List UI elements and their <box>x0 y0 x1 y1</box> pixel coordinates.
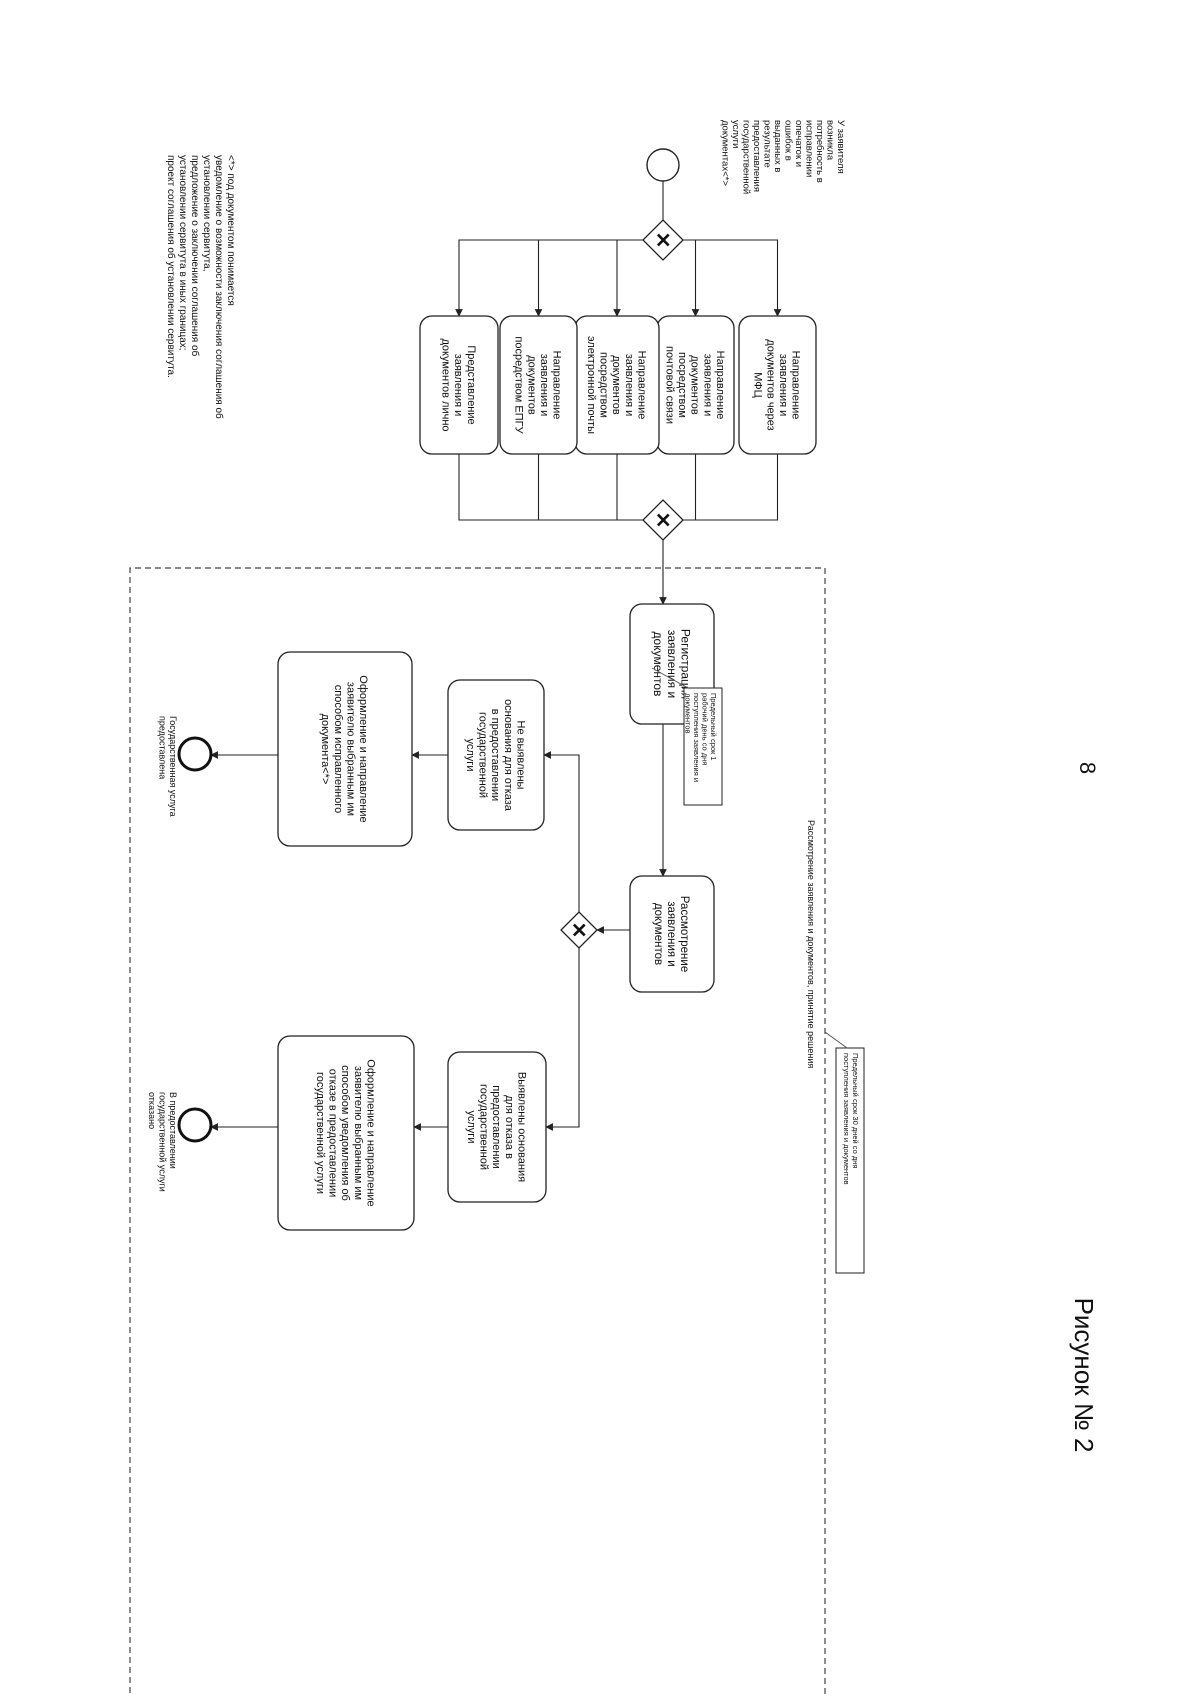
task-refusal-grounds: Выявлены основаниядля отказа впредоставл… <box>447 1051 547 1203</box>
task-issue-refusal-notice-label: Оформление и направлениезаявителю выбран… <box>314 1059 377 1206</box>
channel-task-personal-label: Представлениезаявления идокументов лично <box>440 338 477 431</box>
gateway-x-icon: ✕ <box>651 512 673 529</box>
decision-gateway: ✕ <box>560 911 598 949</box>
figure-caption: Рисунок № 2 <box>1069 1298 1099 1453</box>
channel-task-epgu-label: Направлениезаявления идокументовпосредст… <box>513 336 563 434</box>
channel-task-mfc: Направлениезаявления идокументов черезМФ… <box>738 315 817 455</box>
pool-label: Рассмотрение заявления и документов, при… <box>806 820 816 1068</box>
gateway-x-icon: ✕ <box>651 232 673 249</box>
task-issue-refusal-notice: Оформление и направлениезаявителю выбран… <box>277 1035 415 1231</box>
channel-task-post: Направлениезаявления идокументовпосредст… <box>656 315 735 455</box>
task-issue-corrected-document-label: Оформление и направлениезаявителю выбран… <box>319 675 369 822</box>
channel-task-post-label: Направлениезаявления идокументовпосредст… <box>663 346 726 424</box>
channel-task-epgu: Направлениезаявления идокументовпосредст… <box>499 315 578 455</box>
footnote: <*> под документом понимаетсяуведомление… <box>165 155 236 419</box>
start-event <box>646 148 680 182</box>
task-no-refusal-grounds-label: Не выявленыоснования для отказав предост… <box>464 699 527 812</box>
connectors <box>210 181 782 1131</box>
merge-gateway: ✕ <box>642 499 684 541</box>
task-review: Рассмотрениезаявления идокументов <box>629 875 715 993</box>
channel-task-email-label: Направлениезаявления идокументовпосредст… <box>585 336 648 434</box>
end-event-refused-label: В предоставлениигосударственной услугиот… <box>147 1092 178 1192</box>
gateway-x-icon: ✕ <box>567 922 589 939</box>
channel-task-mfc-label: Направлениезаявления идокументов черезМФ… <box>752 339 802 430</box>
end-event-service-refused <box>177 1107 213 1143</box>
start-event-label: У заявителявозниклапотребность висправле… <box>720 120 847 194</box>
split-gateway: ✕ <box>642 219 684 261</box>
end-event-service-provided <box>177 736 213 772</box>
end-event-provided-label: Государственная услугапредоставлена <box>158 716 179 817</box>
page-number: 8 <box>1075 762 1100 774</box>
task-refusal-grounds-label: Выявлены основаниядля отказа впредоставл… <box>465 1072 528 1182</box>
channel-task-email: Направлениезаявления идокументовпосредст… <box>574 315 660 455</box>
svg-text:Предельный срок 1рабочий день: Предельный срок 1рабочий день со дняпост… <box>684 693 719 782</box>
registration-deadline-annotation: Предельный срок 1рабочий день со дняпост… <box>651 667 723 806</box>
task-issue-corrected-document: Оформление и направлениезаявителю выбран… <box>277 651 413 847</box>
svg-text:Предельный срок 30 дней со дня: Предельный срок 30 дней со дняпоступлени… <box>842 1053 860 1185</box>
total-deadline-annotation: Предельный срок 30 дней со дняпоступлени… <box>824 1031 865 1274</box>
task-no-refusal-grounds: Не выявленыоснования для отказав предост… <box>447 679 545 831</box>
review-pool-boundary <box>129 567 826 1702</box>
channel-task-personal: Представлениезаявления идокументов лично <box>419 315 499 455</box>
task-review-label: Рассмотрениезаявления идокументов <box>652 896 690 972</box>
